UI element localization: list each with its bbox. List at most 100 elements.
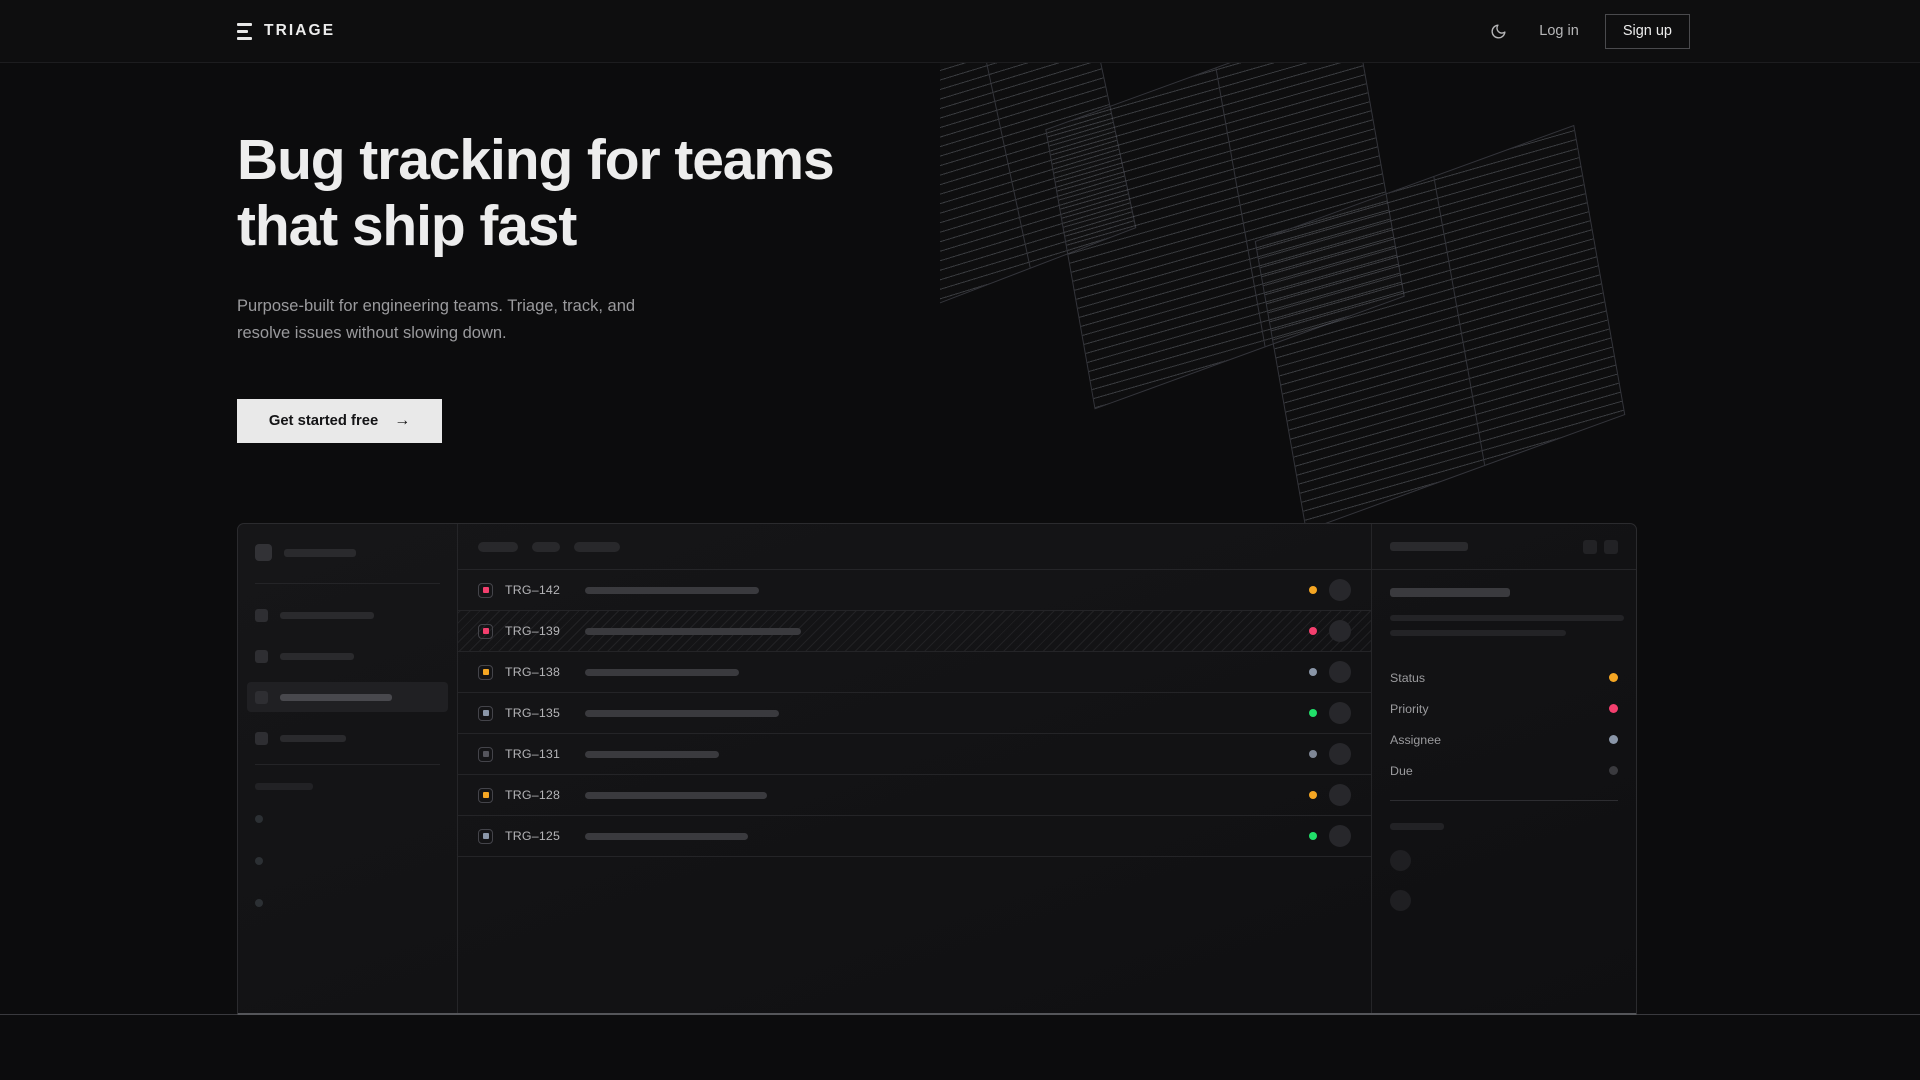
sidebar-item-icon: [255, 731, 268, 745]
mockup-sidebar: [238, 524, 458, 1013]
detail-summary-line-2: [1390, 615, 1624, 621]
footer-label-placeholder: [1390, 823, 1444, 830]
issue-assignee-avatar[interactable]: [1329, 743, 1351, 765]
signup-button[interactable]: Sign up: [1604, 13, 1690, 49]
issue-id: TRG–139: [505, 624, 561, 638]
meta-row-priority[interactable]: Priority: [1390, 693, 1618, 724]
sidebar-item-4[interactable]: [247, 723, 448, 753]
issue-title-placeholder: [585, 709, 779, 717]
hero-subtitle: Purpose-built for engineering teams. Tri…: [237, 297, 636, 342]
issue-type-badge: [478, 705, 493, 721]
get-started-button[interactable]: Get started free →: [237, 399, 442, 443]
issue-list-toolbar: [458, 524, 1371, 570]
meta-value-dot: [1609, 735, 1618, 744]
sidebar-sub-item-dot: [255, 857, 263, 865]
sidebar-item-label-placeholder: [280, 652, 354, 660]
sidebar-sub-item-3[interactable]: [255, 890, 440, 916]
meta-label: Assignee: [1390, 732, 1441, 747]
issue-type-badge: [478, 828, 493, 844]
issue-status-dot: [1309, 791, 1317, 799]
issue-row-meta: [1309, 661, 1371, 683]
issue-title-placeholder: [585, 791, 767, 799]
detail-summary-line-1: [1390, 588, 1510, 597]
issue-status-dot: [1309, 627, 1317, 635]
issue-row-meta: [1309, 743, 1371, 765]
comment-avatar-2[interactable]: [1390, 890, 1411, 911]
detail-panel-footer: [1372, 801, 1636, 930]
issue-assignee-avatar[interactable]: [1329, 620, 1351, 642]
deco-panel-2: [1045, 63, 1405, 410]
issue-status-dot: [1309, 832, 1317, 840]
meta-row-due[interactable]: Due: [1390, 755, 1618, 786]
issue-id: TRG–135: [505, 706, 561, 720]
meta-value-dot: [1609, 704, 1618, 713]
meta-label: Priority: [1390, 701, 1429, 716]
icon-button-1-icon[interactable]: [1583, 539, 1597, 554]
sidebar-item-label-placeholder: [280, 734, 346, 742]
sidebar-divider-bottom: [255, 764, 440, 765]
issue-title-placeholder: [585, 627, 801, 635]
sidebar-item-3[interactable]: [247, 682, 448, 712]
issue-title-placeholder: [585, 668, 739, 676]
issue-title-placeholder: [585, 750, 719, 758]
sidebar-sub-item-1[interactable]: [255, 806, 440, 832]
login-link[interactable]: Log in: [1539, 23, 1579, 39]
decorative-striped-panels: [940, 63, 1920, 523]
issue-assignee-avatar[interactable]: [1329, 579, 1351, 601]
issue-row[interactable]: TRG–131: [458, 734, 1371, 775]
moon-icon[interactable]: [1481, 14, 1515, 48]
stacked-bars-icon: [237, 22, 252, 40]
toolbar-control-3[interactable]: [574, 541, 620, 552]
issue-row[interactable]: TRG–135: [458, 693, 1371, 734]
sidebar-item-2[interactable]: [247, 641, 448, 671]
issue-status-dot: [1309, 586, 1317, 594]
detail-header-actions: [1583, 539, 1618, 554]
issue-id: TRG–128: [505, 788, 561, 802]
issue-status-dot: [1309, 750, 1317, 758]
issue-row[interactable]: TRG–125: [458, 816, 1371, 857]
issue-id: TRG–131: [505, 747, 561, 761]
sidebar-workspace[interactable]: [255, 544, 440, 561]
issue-row[interactable]: TRG–128: [458, 775, 1371, 816]
toolbar-control-2[interactable]: [532, 541, 560, 552]
top-navigation-bar: TRIAGE Log in Sign up: [0, 0, 1920, 63]
sidebar-item-icon: [255, 690, 268, 704]
comment-avatar-1[interactable]: [1390, 850, 1411, 871]
arrow-right-icon: →: [394, 412, 411, 429]
issue-type-badge: [478, 664, 493, 680]
issue-row-meta: [1309, 579, 1371, 601]
issue-row[interactable]: TRG–142: [458, 570, 1371, 611]
sidebar-section-label: [255, 783, 440, 790]
detail-summary-placeholder: [1390, 588, 1624, 636]
issue-assignee-avatar[interactable]: [1329, 702, 1351, 724]
meta-value-dot: [1609, 766, 1618, 775]
issue-title-placeholder: [585, 586, 759, 594]
meta-row-status[interactable]: Status: [1390, 662, 1618, 693]
issue-row[interactable]: TRG–139: [458, 611, 1371, 652]
issue-assignee-avatar[interactable]: [1329, 784, 1351, 806]
issue-status-dot: [1309, 668, 1317, 676]
toolbar-control-1[interactable]: [478, 541, 518, 552]
issue-type-badge: [478, 746, 493, 762]
sidebar-nav-list: [247, 600, 448, 753]
workspace-name-placeholder: [284, 548, 356, 557]
meta-row-assignee[interactable]: Assignee: [1390, 724, 1618, 755]
detail-summary-line-3: [1390, 630, 1566, 636]
meta-label: Due: [1390, 763, 1413, 778]
brand-name: TRIAGE: [264, 22, 336, 39]
icon-button-2-icon[interactable]: [1604, 539, 1618, 554]
issue-id: TRG–142: [505, 583, 561, 597]
issue-row-meta: [1309, 702, 1371, 724]
brand-logo[interactable]: TRIAGE: [237, 22, 335, 40]
issue-row-meta: [1309, 784, 1371, 806]
issue-assignee-avatar[interactable]: [1329, 825, 1351, 847]
issue-assignee-avatar[interactable]: [1329, 661, 1351, 683]
issue-row[interactable]: TRG–138: [458, 652, 1371, 693]
sidebar-item-1[interactable]: [247, 600, 448, 630]
sidebar-sub-item-2[interactable]: [255, 848, 440, 874]
page-title: Bug tracking for teams that ship fast: [237, 128, 835, 259]
